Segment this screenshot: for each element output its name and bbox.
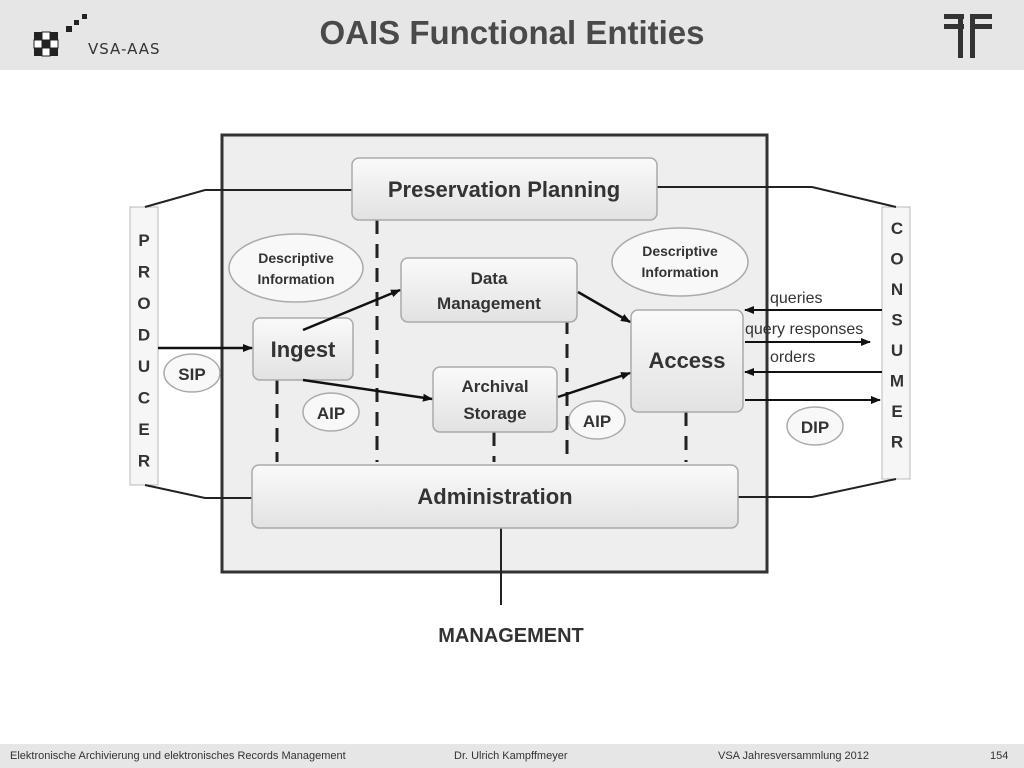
producer-strip <box>129 206 159 486</box>
producer-letter: O <box>137 294 150 313</box>
queries-label: queries <box>770 290 822 307</box>
consumer-letter: N <box>891 280 903 299</box>
descriptive-info-right-line2: Information <box>642 264 719 280</box>
archival-storage-line2: Storage <box>463 404 526 423</box>
vsa-aas-logo-icon <box>33 14 87 57</box>
consumer-strip <box>881 206 911 480</box>
consumer-letter: U <box>891 341 903 360</box>
descriptive-info-left-line2: Information <box>258 271 335 287</box>
consumer-letter: S <box>891 311 902 330</box>
administration-box <box>251 464 739 529</box>
sip-label: SIP <box>178 365 205 384</box>
aip-left-ellipse <box>302 392 360 432</box>
access-box <box>630 309 744 413</box>
consumer-letter: E <box>891 402 902 421</box>
preservation-planning-box <box>351 157 658 221</box>
descriptive-info-right-line1: Descriptive <box>642 243 718 259</box>
management-label: MANAGEMENT <box>438 625 584 647</box>
producer-letter: U <box>138 357 150 376</box>
footer-event: VSA Jahresversammlung 2012 <box>718 750 870 762</box>
archival-storage-box <box>432 366 558 433</box>
data-management-box <box>400 257 578 323</box>
dip-ellipse <box>786 406 844 446</box>
producer-letter: P <box>138 231 149 250</box>
producer-letter: R <box>138 452 150 471</box>
descriptive-info-left-ellipse <box>228 233 364 303</box>
ingest-label: Ingest <box>271 337 336 362</box>
dip-label: DIP <box>801 418 829 437</box>
producer-letter: D <box>138 326 150 345</box>
aip-left-label: AIP <box>317 404 345 423</box>
footer-page-number: 154 <box>990 750 1009 762</box>
query-responses-label: query responses <box>745 321 863 338</box>
producer-letter: E <box>138 420 149 439</box>
administration-label: Administration <box>417 484 572 509</box>
slide-header <box>0 0 1024 70</box>
orders-label: orders <box>770 349 815 366</box>
consumer-letter: R <box>891 433 903 452</box>
slide-title: OAIS Functional Entities <box>319 14 705 51</box>
footer-course-title: Elektronische Archivierung und elektroni… <box>10 750 346 762</box>
producer-letter: R <box>138 263 150 282</box>
consumer-letter: O <box>890 250 903 269</box>
archival-storage-line1: Archival <box>461 377 528 396</box>
access-label: Access <box>648 348 725 373</box>
data-management-line1: Data <box>471 269 508 288</box>
aip-right-ellipse <box>568 400 626 440</box>
descriptive-info-right-ellipse <box>611 227 749 297</box>
producer-letter: C <box>138 389 150 408</box>
descriptive-info-left-line1: Descriptive <box>258 250 334 266</box>
consumer-letter: C <box>891 219 903 238</box>
slide-footer: Elektronische Archivierung und elektroni… <box>0 744 1024 768</box>
footer-author: Dr. Ulrich Kampffmeyer <box>454 750 568 762</box>
consumer-letter: M <box>890 372 904 391</box>
institution-logo-icon <box>944 14 992 58</box>
data-management-line2: Management <box>437 294 541 313</box>
aip-right-label: AIP <box>583 412 611 431</box>
logo-text: VSA-AAS <box>88 40 161 58</box>
preservation-planning-label: Preservation Planning <box>388 177 620 202</box>
sip-ellipse <box>163 353 221 393</box>
